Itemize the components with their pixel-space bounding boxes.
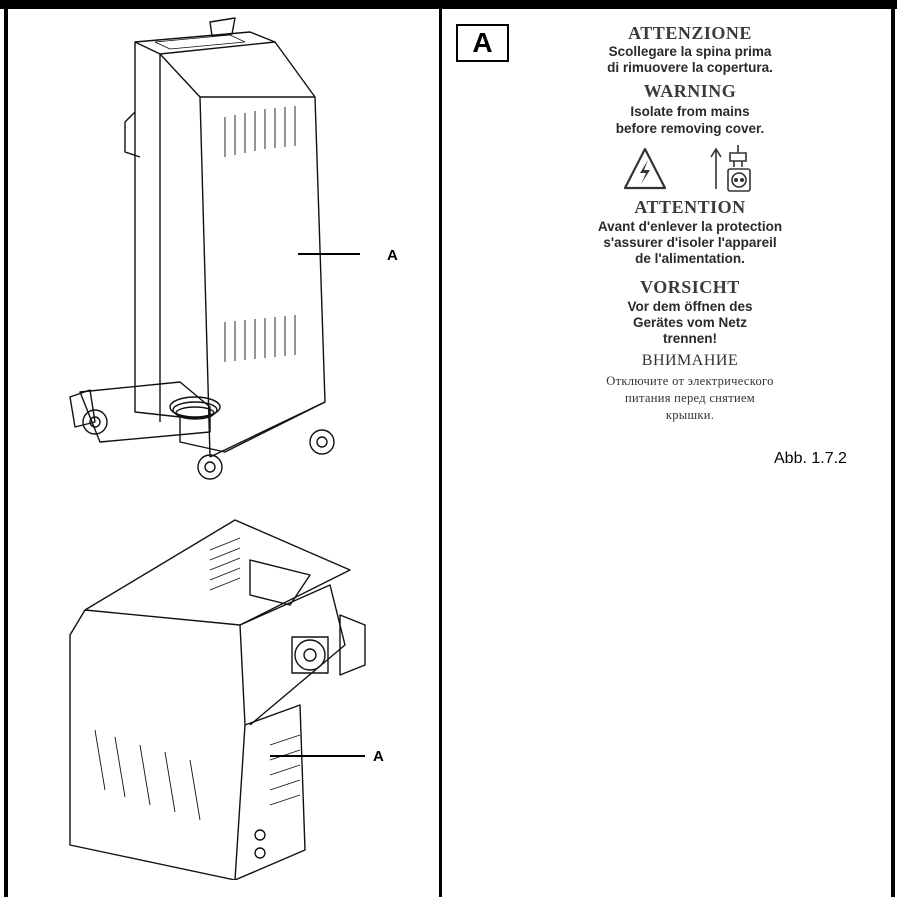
ru-text-2: питания перед снятием bbox=[624, 391, 756, 405]
figure-label: Abb. 1.7.2 bbox=[774, 450, 847, 467]
it-title: ATTENZIONE bbox=[628, 23, 752, 43]
fr-text-3: de l'alimentation. bbox=[635, 251, 745, 266]
it-text-2: di rimuovere la copertura. bbox=[607, 60, 773, 75]
frame-left bbox=[4, 0, 8, 897]
fr-text-2: s'assurer d'isoler l'appareil bbox=[603, 235, 777, 250]
de-title: VORSICHT bbox=[640, 277, 740, 297]
label-box-a: A bbox=[456, 24, 509, 62]
en-text-1: Isolate from mains bbox=[630, 104, 750, 119]
column-divider bbox=[439, 0, 442, 897]
frame-top bbox=[0, 0, 897, 9]
trolley-machine-illustration bbox=[69, 17, 360, 480]
de-text-3: trennen! bbox=[663, 331, 717, 346]
fr-text-1: Avant d'enlever la protection bbox=[597, 219, 783, 234]
unplug-icon bbox=[710, 145, 751, 192]
fr-title: ATTENTION bbox=[634, 197, 746, 217]
ru-text-1: Отключите от электрического bbox=[606, 374, 774, 388]
callout-a-top: A bbox=[387, 247, 398, 264]
compact-machine-illustration bbox=[69, 519, 366, 880]
de-text-1: Vor dem öffnen des bbox=[627, 299, 753, 314]
de-text-2: Gerätes vom Netz bbox=[632, 315, 748, 330]
en-text-2: before removing cover. bbox=[615, 121, 765, 136]
en-title: WARNING bbox=[643, 81, 737, 101]
ru-text-3: крышки. bbox=[665, 408, 715, 422]
it-text-1: Scollegare la spina prima bbox=[608, 44, 772, 59]
electric-hazard-icon bbox=[623, 147, 667, 190]
callout-a-bottom: A bbox=[373, 748, 384, 765]
frame-right bbox=[891, 0, 895, 897]
ru-title: ВНИМАНИЕ bbox=[641, 352, 739, 369]
